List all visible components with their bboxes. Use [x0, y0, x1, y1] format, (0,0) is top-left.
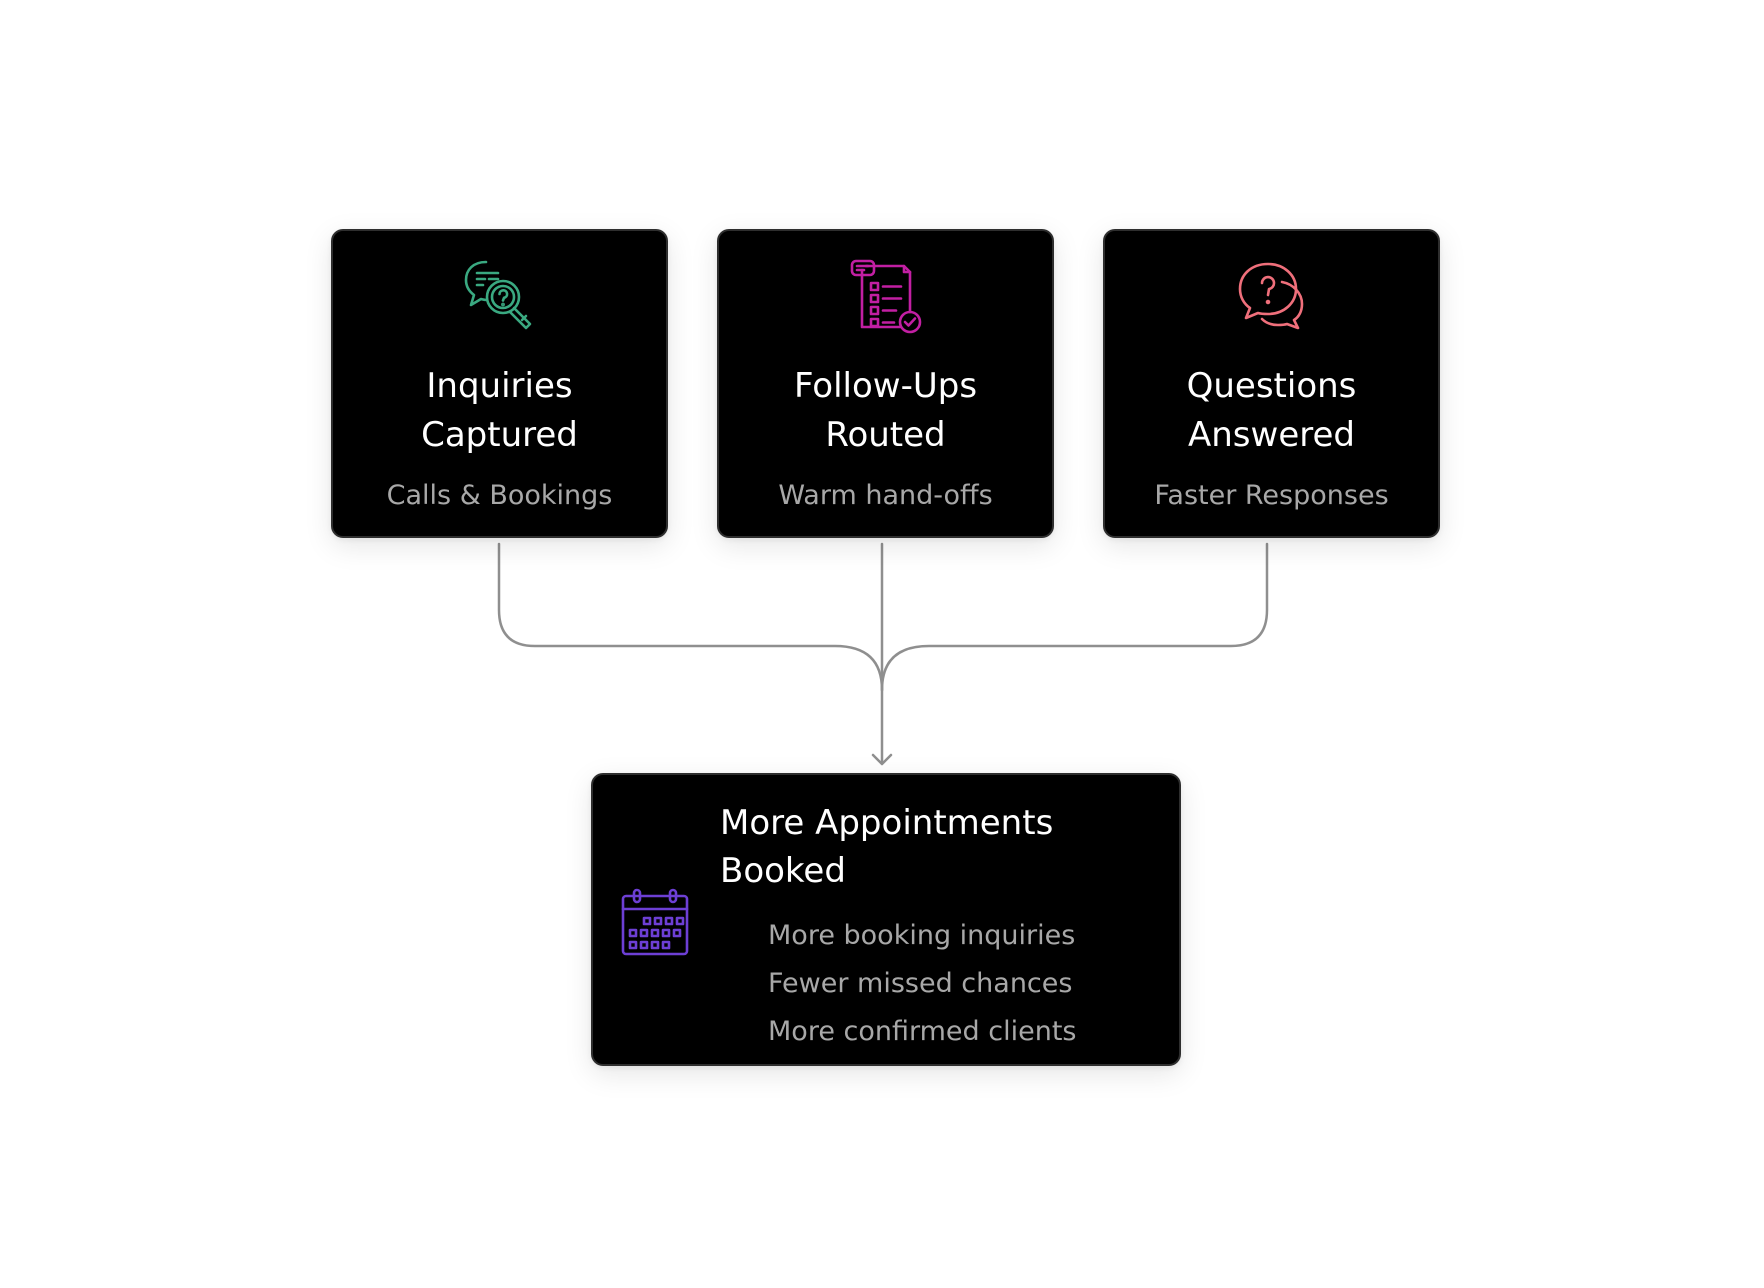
card-subtitle: Calls & Bookings — [386, 480, 613, 511]
card-more-appointments-booked: More Appointments Booked More booking in… — [591, 773, 1181, 1066]
card-questions-answered: Questions Answered Faster Responses — [1103, 229, 1440, 538]
connector-arrowhead — [871, 753, 893, 766]
checklist-document-icon — [850, 259, 921, 334]
card-title: Inquiries Captured — [421, 366, 578, 455]
chat-search-icon — [464, 260, 531, 330]
list-item: Fewer missed chances — [768, 968, 1073, 999]
connector-right — [880, 542, 1269, 692]
calendar-icon — [621, 888, 689, 956]
card-subtitle: Warm hand-offs — [778, 480, 993, 511]
list-item: More booking inquiries — [768, 920, 1076, 951]
result-bullet-list: More booking inquiries Fewer missed chan… — [768, 912, 1076, 1056]
card-title: Follow-Ups Routed — [793, 366, 978, 455]
result-title: More Appointments Booked — [720, 803, 1054, 891]
card-follow-ups-routed: Follow-Ups Routed Warm hand-offs — [717, 229, 1054, 538]
card-inquiries-captured: Inquiries Captured Calls & Bookings — [331, 229, 668, 538]
question-chat-icon — [1238, 262, 1303, 330]
card-subtitle: Faster Responses — [1154, 480, 1389, 511]
list-item: More confirmed clients — [768, 1016, 1077, 1047]
connector-left — [497, 542, 884, 692]
card-title: Questions Answered — [1186, 366, 1357, 455]
